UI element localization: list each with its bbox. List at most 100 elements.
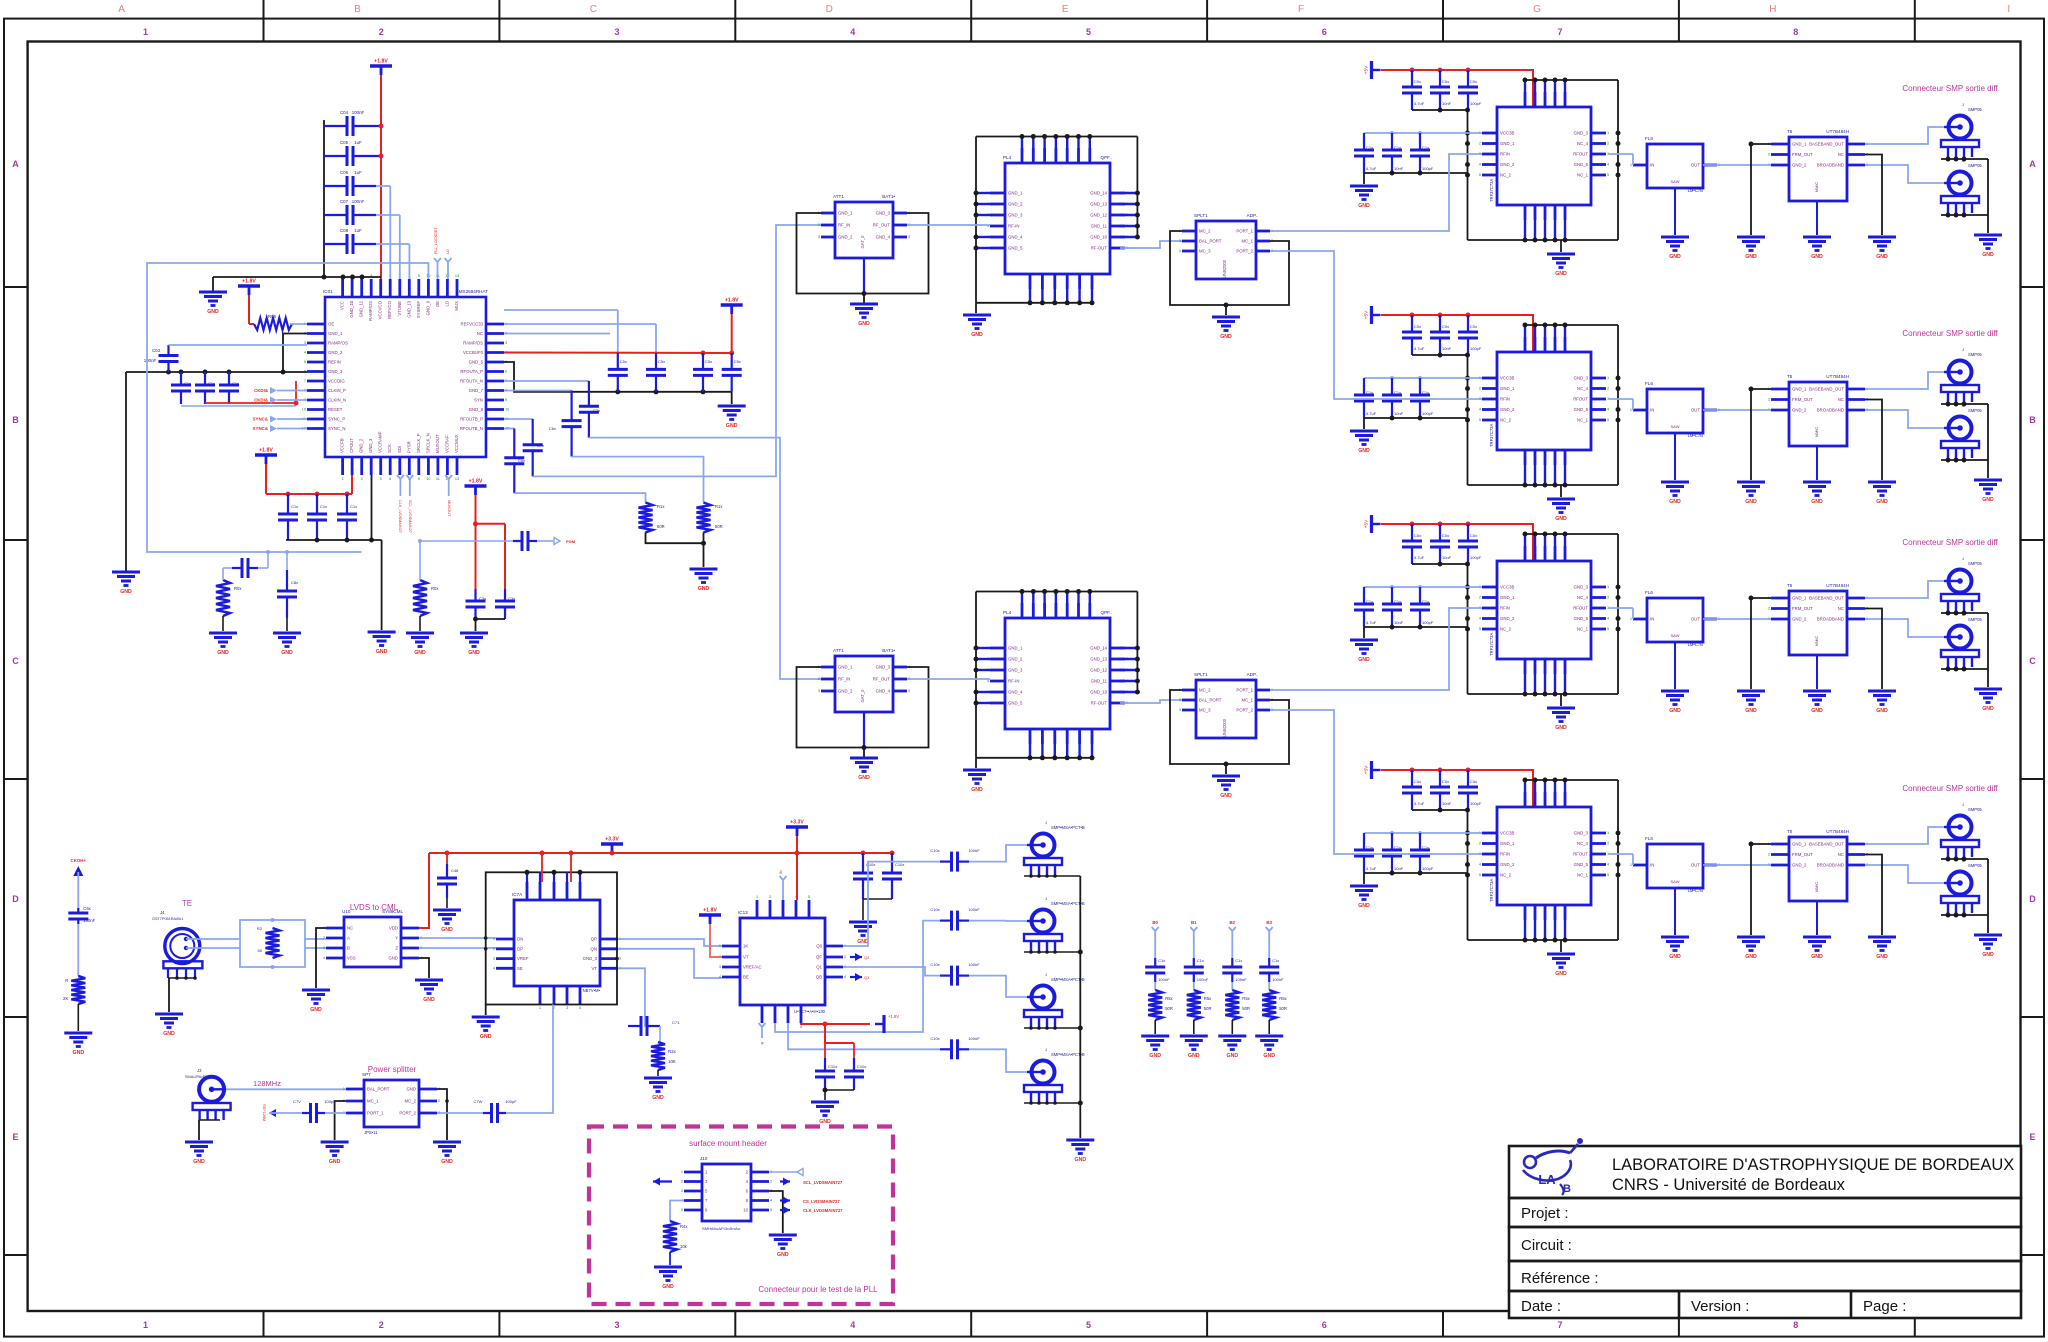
- svg-text:C10x: C10x: [930, 848, 939, 853]
- svg-text:U10: U10: [342, 909, 351, 914]
- svg-text:E: E: [2029, 1132, 2035, 1142]
- svg-text:2: 2: [1607, 142, 1609, 146]
- svg-text:GND_14: GND_14: [1090, 191, 1107, 196]
- svg-text:2: 2: [1768, 607, 1770, 611]
- svg-text:RFIN: RFIN: [1500, 152, 1510, 157]
- svg-text:R: R: [65, 978, 68, 983]
- svg-text:GND_1: GND_1: [1500, 595, 1515, 600]
- svg-text:2: 2: [1768, 153, 1770, 157]
- svg-text:4: 4: [1479, 617, 1481, 621]
- svg-text:13: 13: [455, 274, 459, 278]
- svg-text:10nF: 10nF: [1394, 866, 1404, 871]
- svg-text:·: ·: [1042, 943, 1043, 948]
- svg-text:3: 3: [818, 235, 820, 239]
- svg-text:J4: J4: [160, 910, 165, 915]
- svg-text:C10x: C10x: [930, 962, 939, 967]
- svg-text:GND_1: GND_1: [1008, 646, 1023, 651]
- svg-text:NC_1: NC_1: [1577, 873, 1589, 878]
- svg-text:NC: NC: [1838, 852, 1844, 857]
- svg-text:UT7B484H: UT7B484H: [1826, 583, 1849, 588]
- svg-text:·: ·: [1050, 1019, 1051, 1024]
- svg-text:C10x: C10x: [828, 1064, 837, 1069]
- svg-text:CPOUT: CPOUT: [349, 438, 354, 453]
- svg-text:+1.8V: +1.8V: [374, 59, 388, 65]
- svg-text:GND_10: GND_10: [1090, 690, 1107, 695]
- svg-text:3: 3: [1179, 708, 1181, 712]
- svg-text:SMP05: SMP05: [1968, 408, 1982, 413]
- svg-text:A: A: [12, 159, 19, 169]
- svg-text:RFOUT: RFOUT: [1573, 152, 1588, 157]
- svg-text:2: 2: [1768, 398, 1770, 402]
- svg-text:2: 2: [438, 1099, 440, 1103]
- svg-text:OST7P051RA•B•1: OST7P051RA•B•1: [152, 917, 183, 921]
- svg-text:GND_10: GND_10: [1090, 235, 1107, 240]
- svg-text:VREF/AC: VREF/AC: [743, 965, 762, 970]
- svg-text:RF-IN: RF-IN: [1008, 224, 1019, 229]
- svg-text:SYSREF: SYSREF: [416, 301, 421, 319]
- svg-text:T5: T5: [1787, 129, 1793, 134]
- svg-text:VREF: VREF: [517, 956, 529, 961]
- svg-text:J: J: [1962, 802, 1964, 807]
- svg-text:GND: GND: [423, 997, 435, 1003]
- svg-text:MC_1: MC_1: [1242, 698, 1254, 703]
- svg-text:GND_14: GND_14: [1090, 646, 1107, 651]
- svg-text:C10x: C10x: [866, 862, 875, 867]
- svg-text:SMP05: SMP05: [1968, 561, 1982, 566]
- svg-text:2: 2: [1179, 239, 1181, 243]
- svg-text:BAL_PORT: BAL_PORT: [367, 1087, 390, 1092]
- svg-text:1: 1: [539, 1006, 541, 1010]
- svg-text:A: A: [118, 4, 125, 15]
- svg-text:GND_2: GND_2: [1500, 862, 1515, 867]
- svg-text:Q0: Q0: [816, 944, 822, 949]
- svg-text:3: 3: [619, 957, 621, 961]
- svg-text:10nF: 10nF: [1442, 101, 1452, 106]
- svg-text:NC_2: NC_2: [1500, 418, 1512, 423]
- svg-text:MMIC: MMIC: [1814, 427, 1819, 438]
- svg-text:4.7uF: 4.7uF: [1414, 555, 1425, 560]
- svg-text:LM•C7B: LM•C7B: [1688, 888, 1704, 893]
- svg-text:·: ·: [1967, 603, 1968, 608]
- svg-text:C1x: C1x: [1272, 958, 1279, 963]
- svg-text:C05: C05: [340, 140, 349, 145]
- svg-text:12: 12: [445, 477, 449, 481]
- svg-text:NC: NC: [1838, 397, 1844, 402]
- svg-text:100pF: 100pF: [505, 1099, 517, 1104]
- svg-text:C10x: C10x: [930, 907, 939, 912]
- svg-text:10k: 10k: [680, 1244, 688, 1249]
- svg-text:BROADBAND: BROADBAND: [1817, 163, 1844, 168]
- svg-text:UNB2000: UNB2000: [1222, 259, 1227, 278]
- svg-text:IC13: IC13: [738, 910, 748, 915]
- svg-text:2: 2: [770, 1180, 772, 1184]
- svg-text:100nF: 100nF: [968, 848, 980, 853]
- svg-text:GND_5: GND_5: [1574, 862, 1589, 867]
- svg-text:GND_2: GND_2: [1500, 616, 1515, 621]
- svg-text:GND: GND: [1555, 971, 1567, 977]
- svg-text:1: 1: [143, 27, 148, 37]
- svg-text:C6x: C6x: [549, 426, 556, 431]
- svg-text:MC_1: MC_1: [367, 1099, 379, 1104]
- svg-text:·: ·: [170, 971, 171, 976]
- svg-text:SCK: SCK: [387, 444, 392, 453]
- svg-text:100pF: 100pF: [1422, 166, 1434, 171]
- svg-text:GND: GND: [1358, 903, 1370, 909]
- svg-text:GND_13: GND_13: [1090, 202, 1107, 207]
- svg-text:100nF: 100nF: [1272, 977, 1284, 982]
- svg-text:+1.8V: +1.8V: [469, 479, 483, 485]
- svg-text:GND: GND: [1745, 954, 1757, 960]
- svg-text:3: 3: [908, 689, 910, 693]
- svg-text:GND_5: GND_5: [1008, 246, 1023, 251]
- svg-text:GND_12: GND_12: [1090, 668, 1107, 673]
- svg-text:PGM: PGM: [566, 539, 576, 544]
- svg-text:R1x: R1x: [715, 504, 723, 509]
- svg-text:T5: T5: [1787, 583, 1793, 588]
- svg-text:R0x: R0x: [431, 586, 439, 591]
- svg-text:4.7uF: 4.7uF: [1414, 801, 1425, 806]
- svg-text:SYN: SYN: [474, 398, 483, 403]
- svg-text:SMP•MSA•PCT•B: SMP•MSA•PCT•B: [1051, 1052, 1085, 1057]
- svg-text:C03: C03: [152, 348, 161, 353]
- svg-text:RF-IN: RF-IN: [1008, 679, 1019, 684]
- svg-text:10nF: 10nF: [1394, 411, 1404, 416]
- svg-text:UT7B484H: UT7B484H: [1826, 129, 1849, 134]
- svg-text:QPF..: QPF..: [1101, 155, 1113, 160]
- svg-text:ATT1: ATT1: [833, 194, 844, 199]
